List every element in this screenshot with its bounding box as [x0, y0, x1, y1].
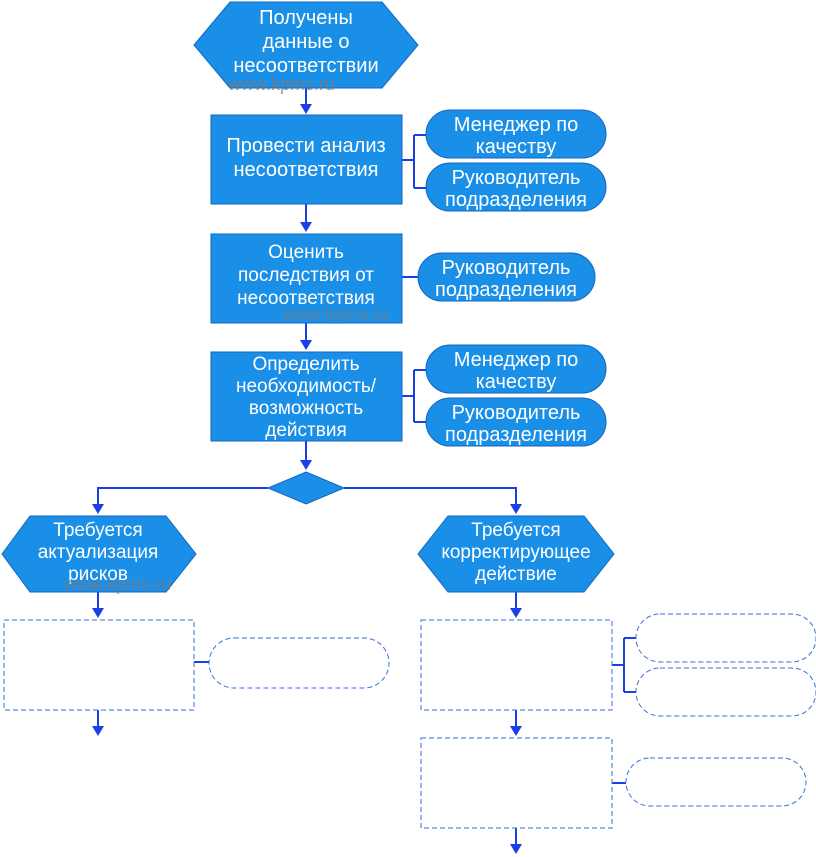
process-analyze: Провести анализ несоответствия	[210, 114, 403, 205]
role-analyze-quality-manager: Менеджер по качеству	[425, 109, 607, 159]
arrow-head	[300, 340, 312, 350]
arrow-head	[92, 608, 104, 618]
branch-right-line-1: Требуется	[471, 520, 560, 541]
arrow-head	[510, 608, 522, 618]
start-node: Получены данные о несоответствии	[193, 1, 419, 89]
process-decide-line-1: Определить	[252, 354, 359, 375]
connectors	[92, 88, 636, 854]
arrow-head	[510, 844, 522, 854]
branch-left-node: Требуется актуализация рисков	[1, 515, 197, 593]
arrow-head	[92, 504, 104, 514]
role-assess-department-head: Руководитель подразделения	[417, 252, 596, 302]
role-decide-quality-manager: Менеджер по качеству	[425, 344, 607, 394]
arrow-head	[300, 104, 312, 114]
branch-left-line-1: Требуется	[53, 520, 142, 541]
start-node-line-3: несоответствии	[233, 55, 378, 77]
placeholder-process-right-1	[420, 619, 613, 711]
arrow-head	[300, 222, 312, 232]
watermark-2: www.kpms.ru	[281, 304, 389, 324]
process-analyze-line-2: несоответствия	[234, 159, 379, 181]
branch-left-line-3: рисков	[68, 564, 128, 585]
process-assess: Оценить последствия от несоответствия	[210, 233, 403, 324]
process-assess-line-2: последствия от	[238, 265, 374, 286]
role-line-2: качеству	[476, 136, 557, 158]
role-line-1: Руководитель	[452, 402, 581, 424]
branch-right-line-3: действие	[475, 564, 557, 585]
placeholder-role-right-3	[625, 757, 807, 807]
decision-diamond	[266, 471, 346, 505]
placeholder-role-right-2	[635, 667, 816, 717]
arrow-head	[510, 504, 522, 514]
placeholder-process-left	[3, 619, 195, 711]
role-line-1: Руководитель	[442, 257, 571, 279]
branch-right-line-2: корректирующее	[441, 542, 590, 563]
watermark-1: www.kpms.ru	[227, 74, 335, 94]
arrow-head	[510, 726, 522, 736]
process-decide-line-4: действия	[265, 420, 346, 441]
role-line-1: Менеджер по	[454, 349, 579, 371]
role-decide-department-head: Руководитель подразделения	[425, 397, 607, 447]
arrow-head	[92, 726, 104, 736]
role-line-2: подразделения	[435, 279, 577, 301]
start-node-line-2: данные о	[262, 31, 349, 53]
role-line-1: Менеджер по	[454, 114, 579, 136]
start-node-line-1: Получены	[259, 7, 353, 29]
branch-left-line-2: актуализация	[38, 542, 159, 563]
process-decide-line-2: необходимость/	[236, 376, 377, 397]
role-analyze-department-head: Руководитель подразделения	[425, 162, 607, 212]
process-decide-line-3: возможность	[249, 398, 363, 419]
placeholder-role-right-1	[635, 613, 816, 663]
branch-right-node: Требуется корректирующее действие	[417, 515, 615, 593]
placeholder-role-left	[208, 637, 390, 689]
role-line-1: Руководитель	[452, 167, 581, 189]
role-line-2: качеству	[476, 371, 557, 393]
process-assess-line-1: Оценить	[268, 242, 344, 263]
process-analyze-line-1: Провести анализ	[226, 135, 385, 157]
connector-diamond-left	[97, 487, 268, 506]
arrow-head	[300, 460, 312, 470]
connector-diamond-right	[344, 487, 517, 506]
process-decide: Определить необходимость/ возможность де…	[210, 351, 403, 442]
process-assess-line-3: несоответствия	[237, 288, 375, 309]
role-line-2: подразделения	[445, 424, 587, 446]
watermark-3: www.kpms.ru	[63, 574, 171, 594]
placeholder-process-right-2	[420, 737, 613, 829]
role-line-2: подразделения	[445, 189, 587, 211]
